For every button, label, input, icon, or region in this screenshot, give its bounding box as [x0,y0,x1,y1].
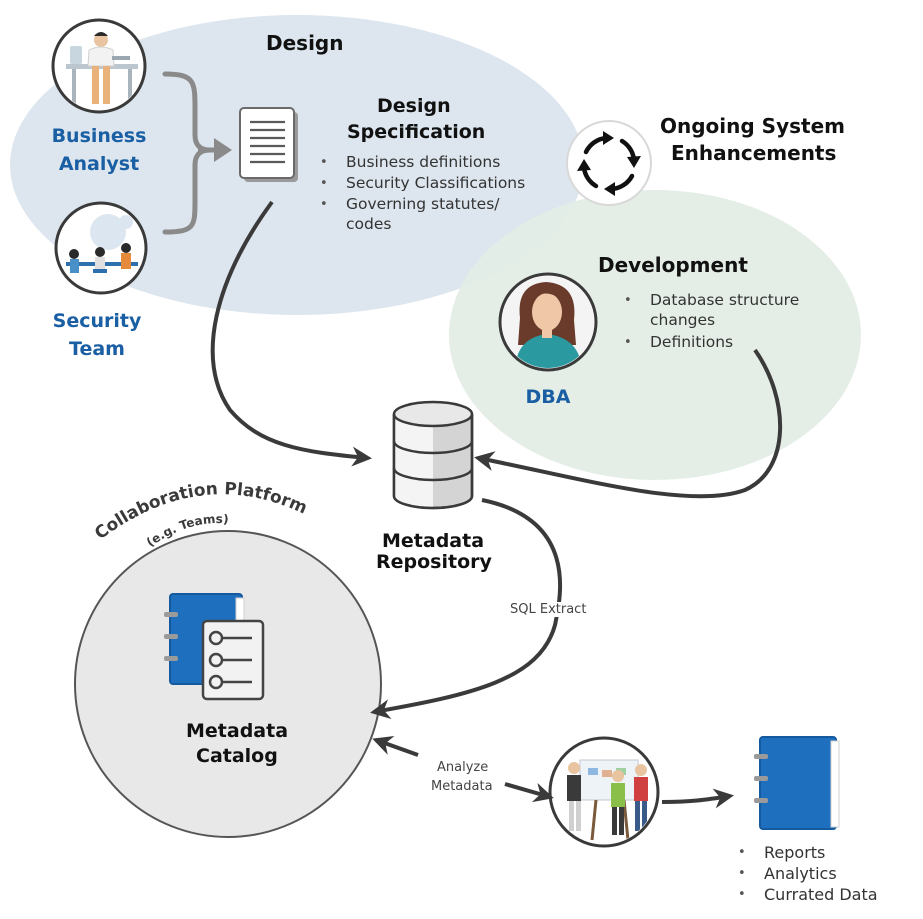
database-icon [392,400,474,510]
catalog-title-line2: Catalog [196,745,278,767]
design-spec-title-line2: Specification [347,121,486,143]
design-spec-item: Business definitions [316,152,525,173]
design-to-repository-arrow [210,200,372,467]
design-spec-item: Security Classifications [316,173,525,194]
security-team-label: Security Team [42,307,152,363]
document-icon [239,107,298,182]
development-title: Development [598,253,748,277]
security-team-avatar [54,201,148,295]
repository-title-line1: Metadata [382,530,485,552]
analyze-label-line2: Metadata [431,779,493,794]
development-item: Database structure [620,290,799,311]
enhancements-title-line1: Ongoing System [660,114,845,138]
design-spec-item: Governing statutes/ [316,194,525,215]
output-item: Currated Data [734,884,878,905]
development-to-repository-arrow [474,348,782,499]
development-list-2: Definitions [620,332,733,353]
output-item: Reports [734,842,878,863]
sql-extract-label: SQL Extract [508,602,589,617]
dba-label: DBA [525,386,571,408]
analyze-label-line1: Analyze [437,760,489,775]
business-analyst-label-line2: Analyst [58,153,140,175]
design-spec-title-line1: Design [377,95,451,117]
security-team-label-line1: Security [52,310,142,332]
cycle-icon [566,120,652,206]
meeting-to-output-arrow [661,788,734,809]
catalog-analyze-arrow [372,735,419,757]
repository-to-catalog-arrow [370,498,563,720]
brace-arrowhead [214,138,232,162]
design-spec-item-continuation: codes [346,215,392,233]
repository-title-line2: Repository [376,551,492,573]
design-spec-list: Business definitions Security Classifica… [316,152,525,215]
business-analyst-avatar [51,18,147,114]
business-analyst-label-line1: Business [51,125,147,147]
analyze-to-meeting-arrow [504,782,554,803]
development-item-continuation: changes [650,311,716,329]
design-title: Design [266,31,344,55]
output-book-icon [754,736,840,830]
catalog-title-line1: Metadata [186,720,289,742]
outputs-list: Reports Analytics Currated Data [734,842,878,905]
business-analyst-label: Business Analyst [44,122,154,178]
enhancements-title-line2: Enhancements [671,141,837,165]
checklist-icon [201,619,265,701]
output-item: Analytics [734,863,878,884]
development-item: Definitions [620,332,733,353]
dba-avatar [498,272,598,372]
security-team-label-line2: Team [69,338,125,360]
team-meeting-avatar [548,736,660,848]
development-list: Database structure [620,290,799,311]
